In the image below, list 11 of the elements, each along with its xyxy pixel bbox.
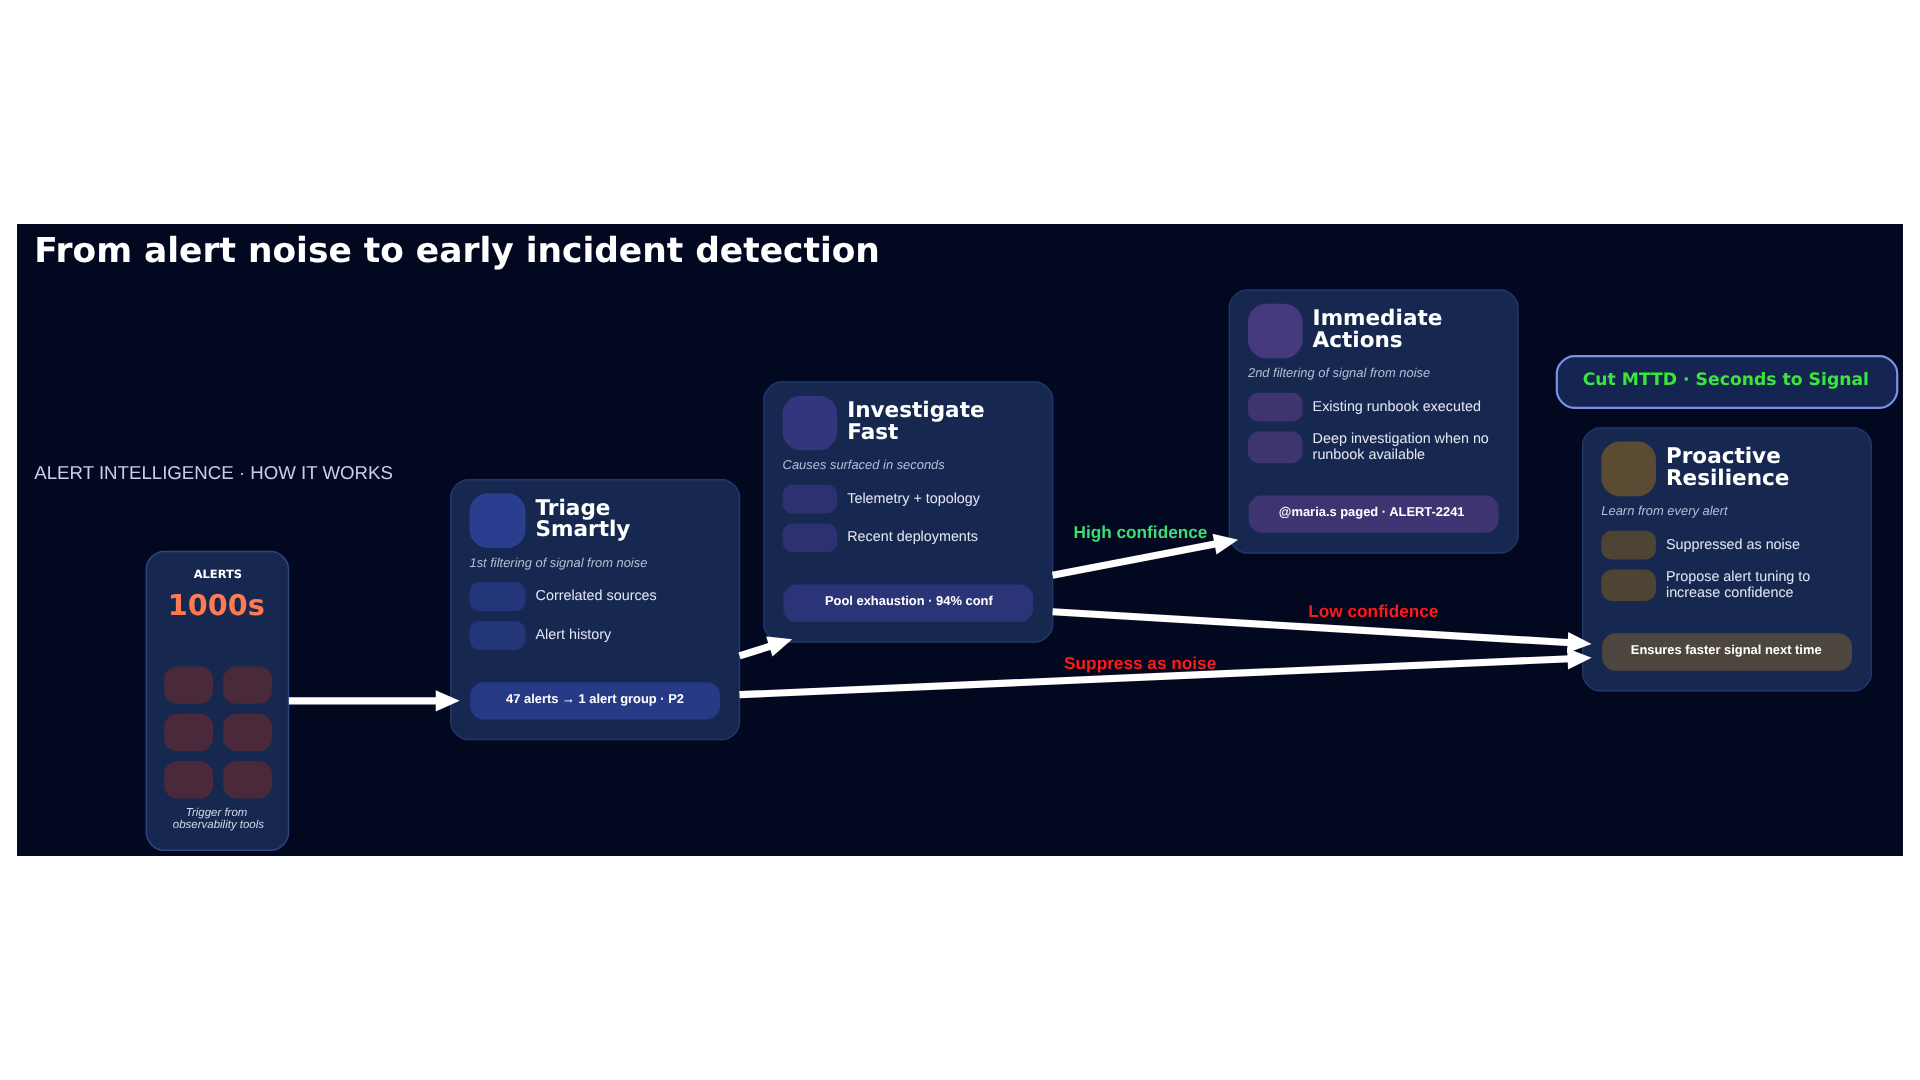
label: ALERT INTELLIGENCE · HOW IT WORKS bbox=[34, 462, 393, 483]
arrow bbox=[739, 648, 1592, 699]
arrow bbox=[1051, 533, 1239, 579]
node-box: Cut MTTD · Seconds to Signal bbox=[1555, 355, 1899, 409]
edge-label: Low confidence bbox=[1308, 600, 1439, 621]
arrow bbox=[738, 636, 793, 660]
arrow bbox=[1052, 608, 1592, 654]
arrow bbox=[288, 690, 460, 712]
edge-label: Suppress as noise bbox=[1064, 652, 1217, 673]
edge-label: High confidence bbox=[1073, 521, 1208, 542]
diagram-title: From alert noise to early incident detection bbox=[34, 231, 880, 272]
